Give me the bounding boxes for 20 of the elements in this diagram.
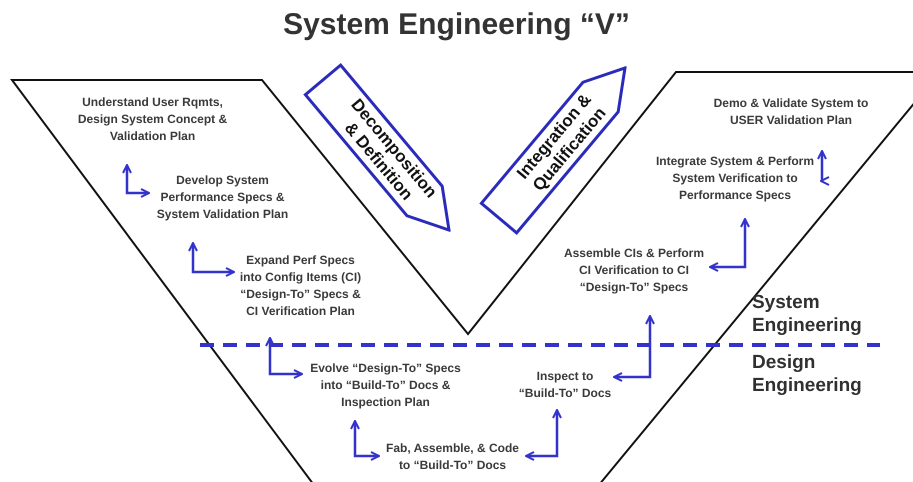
section-label: System Engineering	[752, 291, 863, 337]
double-arrow	[525, 409, 562, 461]
double-arrow	[122, 164, 150, 198]
section-label: Design Engineering	[752, 351, 863, 397]
double-arrow	[188, 242, 235, 277]
step-text: Demo & Validate System to USER Validation Plan	[706, 95, 876, 129]
double-arrow	[817, 150, 830, 186]
step-text: Inspect to “Build-To” Docs	[517, 368, 613, 402]
step-text: Integrate System & Perform System Verification to Performance Specs	[650, 153, 820, 204]
double-arrow	[709, 218, 750, 272]
step-text: Develop System Performance Specs & System Validation Plan	[150, 172, 295, 223]
step-text: Fab, Assemble, & Code to “Build-To” Docs	[380, 440, 525, 474]
step-text: Assemble CIs & Perform CI Verification to CI “Design-To” Specs	[559, 245, 709, 296]
step-text: Understand User Rqmts, Design System Concept & Validation Plan	[70, 94, 235, 145]
step-text: Evolve “Design-To” Specs into “Build-To” Docs & Inspection Plan	[303, 360, 468, 411]
title: System Engineering “V”	[282, 8, 631, 42]
step-text: Expand Perf Specs into Config Items (CI) “Design-To” Specs & CI Verification Plan	[235, 252, 366, 320]
double-arrow	[265, 337, 303, 379]
double-arrow	[613, 315, 655, 382]
double-arrow	[350, 420, 380, 461]
